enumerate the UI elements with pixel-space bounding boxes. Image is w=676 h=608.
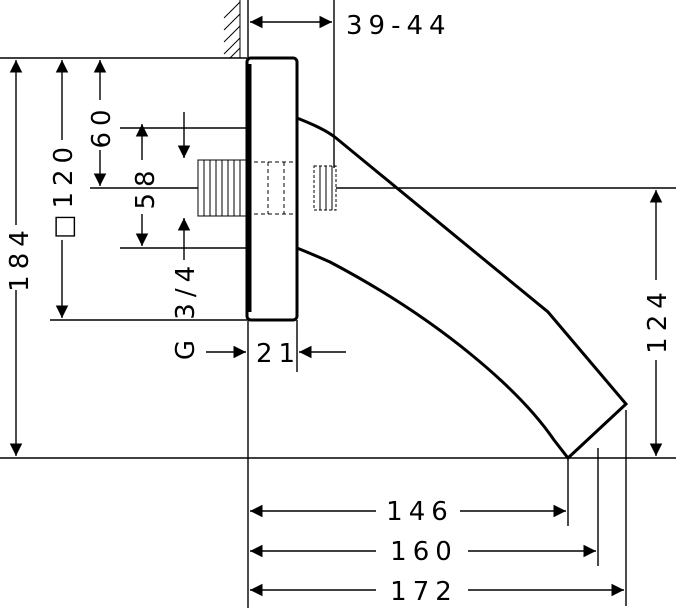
dim-thread-span: 58	[131, 164, 161, 209]
dimension-arrows	[9, 15, 663, 597]
dim-thread: G 3/4	[171, 260, 201, 360]
dim-outlet-height: 124	[643, 286, 673, 354]
thread-connector	[197, 159, 337, 217]
dim-plate-thickness: 21	[256, 339, 301, 369]
dim-wall-depth: 39-44	[346, 11, 452, 41]
dim-reach-172: 172	[390, 577, 458, 607]
dim-plate-square: □120	[49, 141, 79, 239]
dim-plate-height: 184	[5, 224, 35, 292]
wall-plate	[245, 56, 299, 322]
dim-reach-160: 160	[390, 537, 458, 567]
spout-body	[296, 116, 629, 461]
wall-hatch	[223, 0, 241, 59]
dim-reach-146: 146	[386, 497, 454, 527]
dim-connection-offset: 60	[87, 103, 117, 148]
